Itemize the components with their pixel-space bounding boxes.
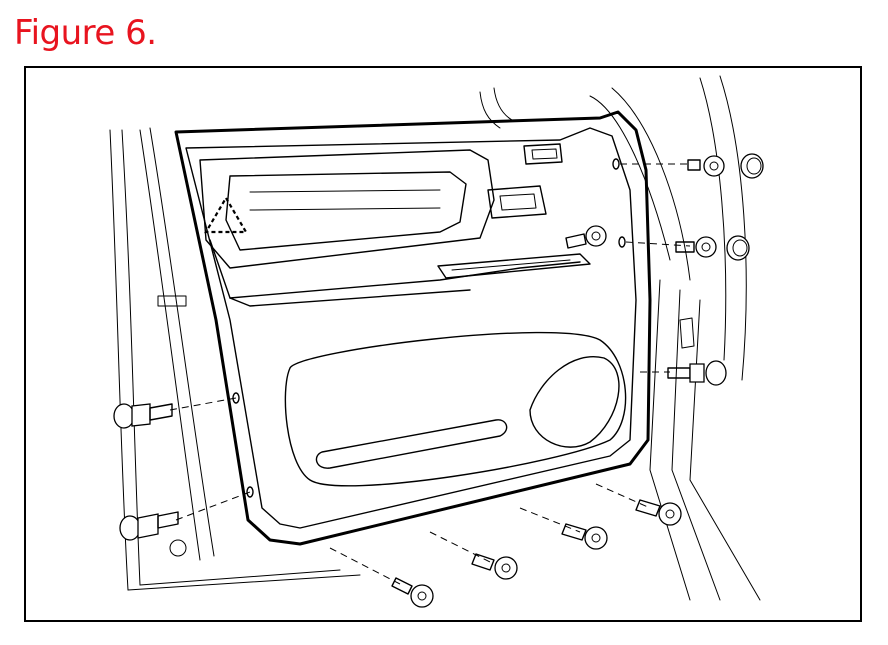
screw-bottom-1-icon: [391, 577, 434, 608]
trim-panel: [174, 110, 652, 546]
screw-handle-icon: [565, 225, 607, 249]
warning-triangle-icon: [204, 195, 248, 234]
screw-bottom-2-icon: [471, 553, 518, 580]
clip-right-icon: [667, 360, 727, 386]
clip-left-upper-icon: [113, 403, 173, 429]
diagram-frame: [24, 66, 862, 622]
screw-bottom-3-icon: [561, 523, 608, 550]
clip-left-lower-icon: [119, 511, 179, 541]
figure-title: Figure 6.: [14, 13, 157, 53]
screw-bottom-4-icon: [635, 499, 682, 526]
cap-upper-right-icon: [740, 153, 764, 179]
screw-middle-right-icon: [675, 236, 717, 258]
screw-upper-right-icon: [687, 155, 725, 177]
cap-middle-right-icon: [726, 235, 750, 261]
mounting-holes: [232, 158, 626, 498]
